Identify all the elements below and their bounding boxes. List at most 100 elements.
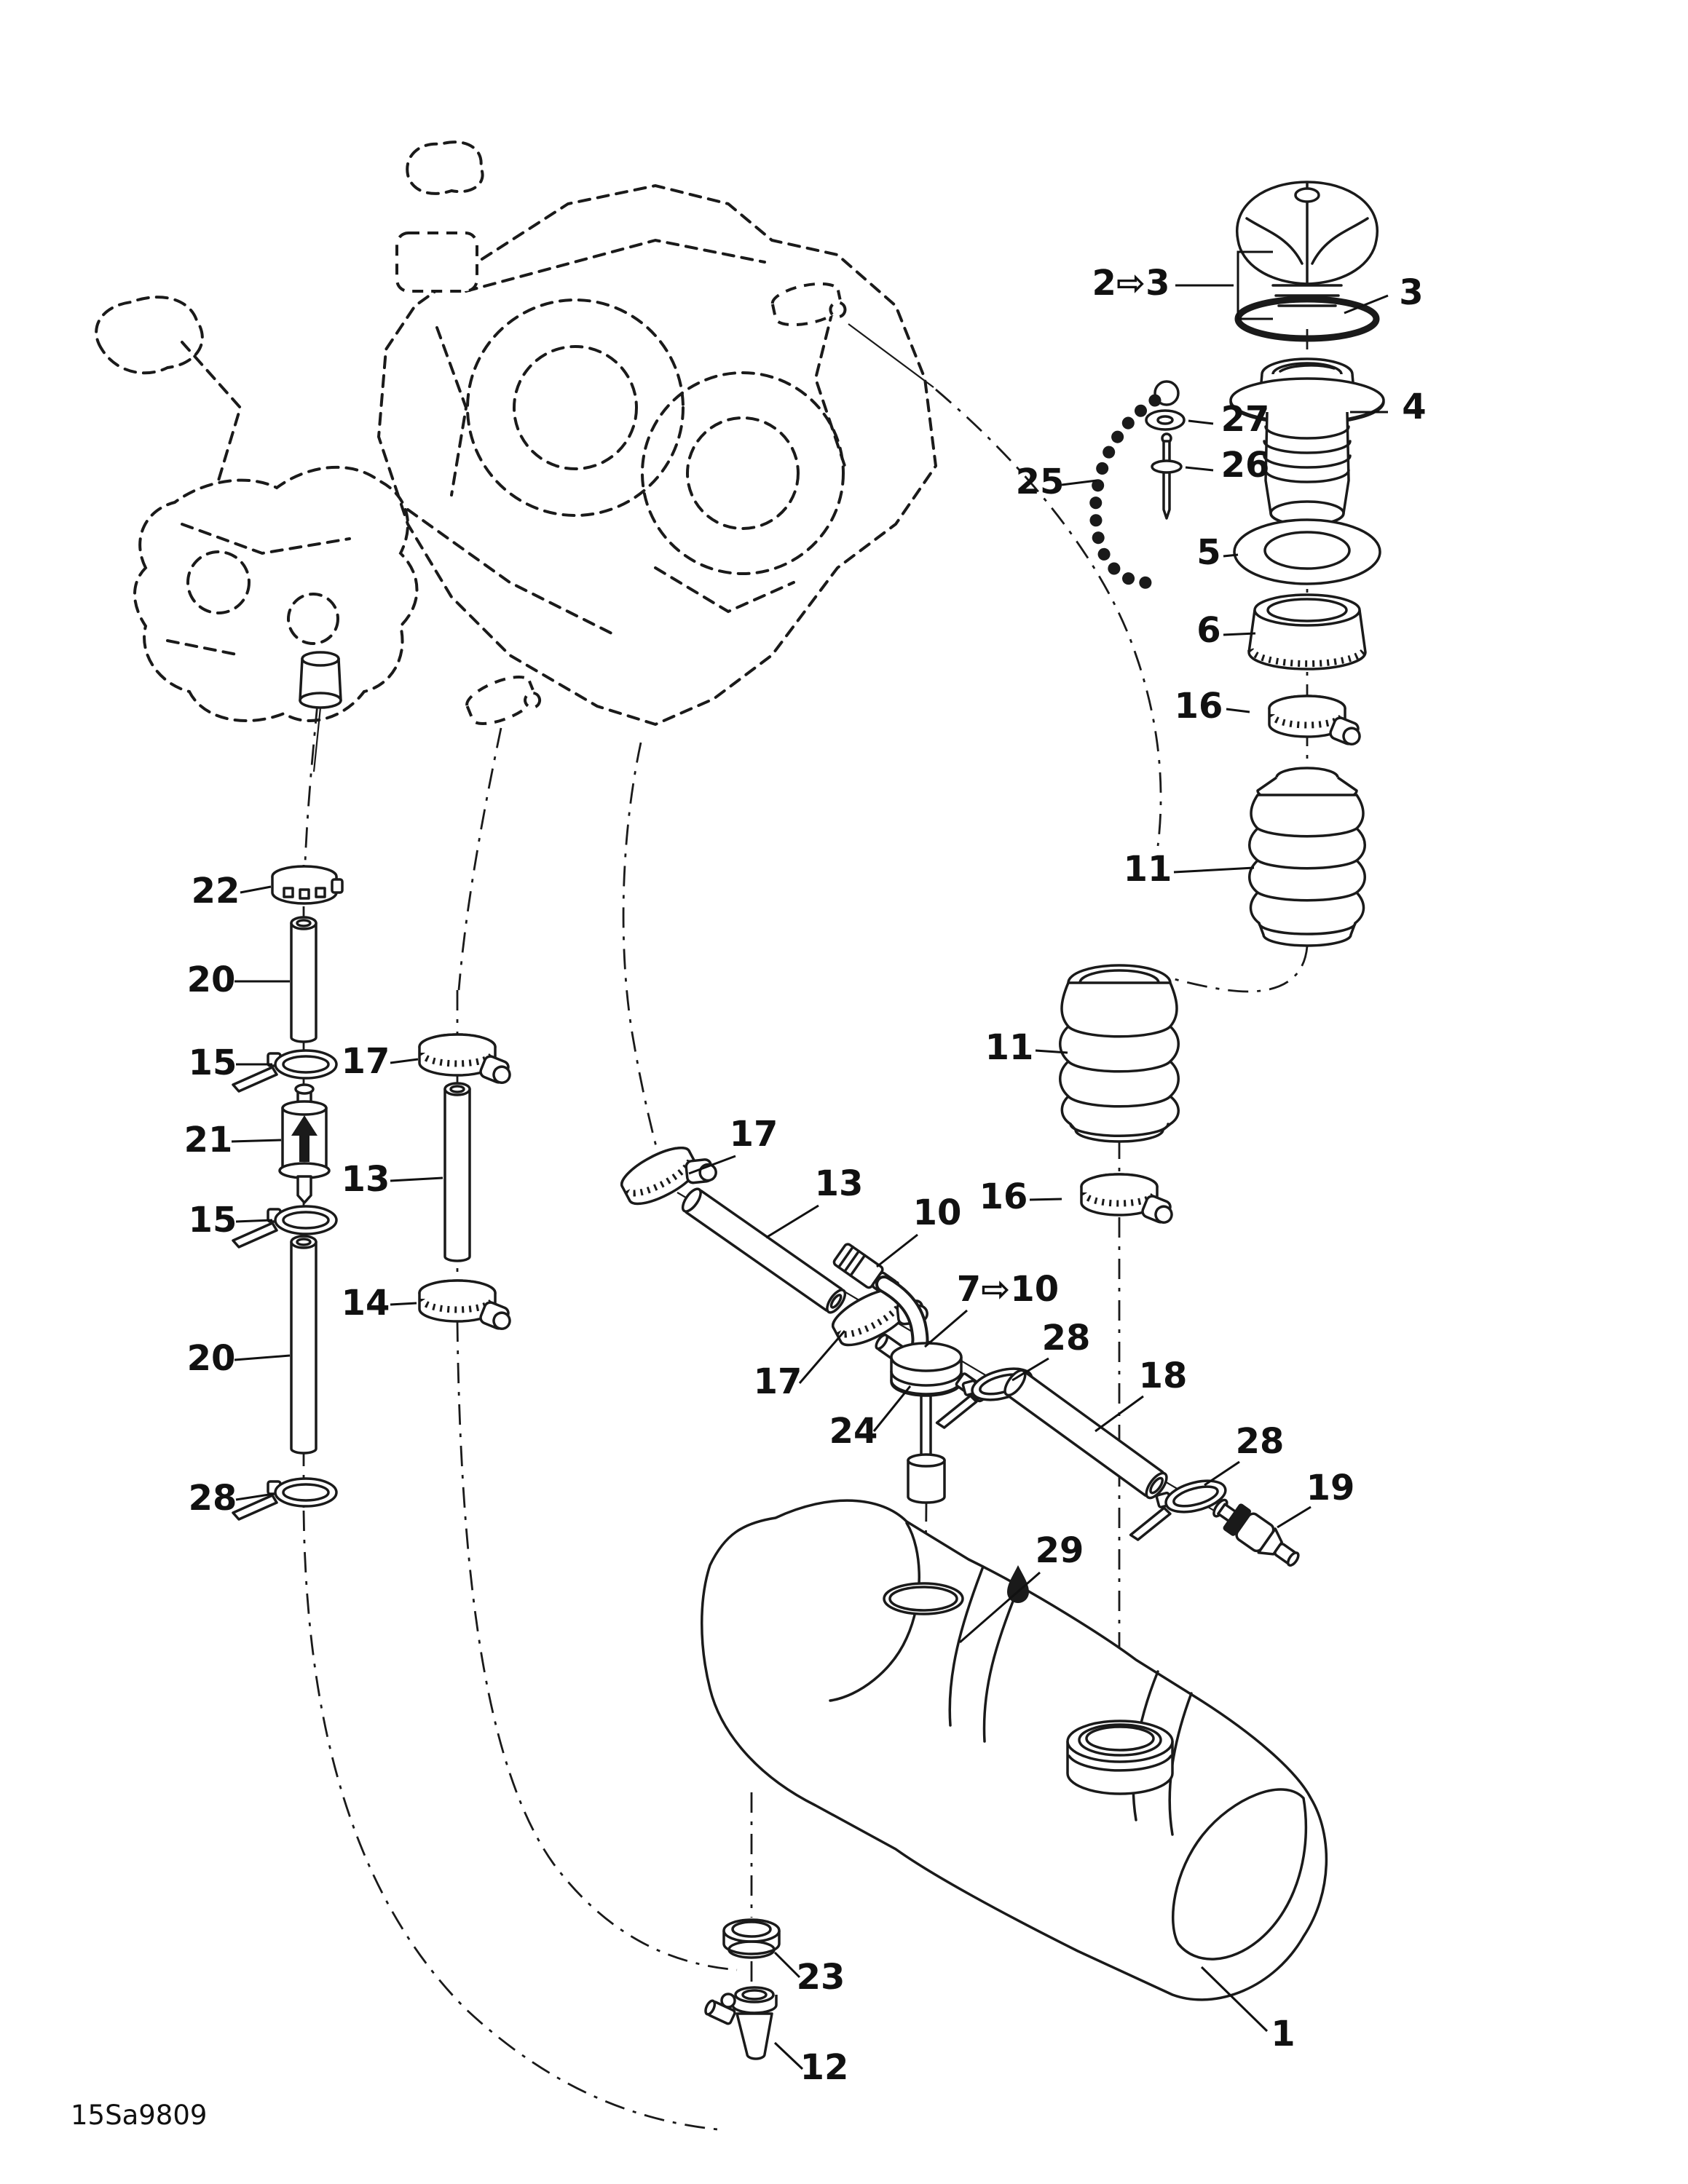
- callout-leader: [959, 1571, 1041, 1644]
- filler-cap: [1235, 181, 1379, 307]
- tank-sensor-hole: [883, 1582, 964, 1615]
- callout-label-12-35: 12: [800, 2047, 849, 2088]
- callout-leader: [773, 2041, 804, 2070]
- callout-label-24-27: 24: [829, 1411, 878, 1452]
- engine-block: [376, 141, 938, 732]
- ring-clamp-22: [271, 865, 344, 905]
- callout-label-11-10: 11: [985, 1027, 1034, 1068]
- callout-label-2⇨3-0: 2⇨3: [1092, 263, 1170, 304]
- engine-fitting-dashed: [406, 141, 484, 195]
- callout-leader: [1204, 1460, 1240, 1487]
- drawing-code: 15Sa9809: [71, 2100, 207, 2131]
- oil-line-20b: [290, 1235, 318, 1455]
- callout-leader: [1226, 708, 1250, 713]
- engine-clamp-dashed-a: [768, 277, 848, 331]
- callout-label-6-7: 6: [1196, 610, 1220, 651]
- tie-wrap-15b: [232, 1205, 338, 1249]
- callout-label-7⇨10-25: 7⇨10: [957, 1269, 1059, 1310]
- callout-leader: [1188, 419, 1214, 425]
- callout-leader: [235, 1219, 273, 1223]
- callout-leader: [234, 1354, 291, 1361]
- callout-leader: [1061, 479, 1097, 486]
- check-valve-19: [1212, 1498, 1300, 1567]
- callout-label-4-2: 4: [1402, 387, 1426, 427]
- callout-leader: [235, 1492, 275, 1501]
- chain-pin: [1151, 432, 1183, 520]
- callout-label-28-28: 28: [1042, 1318, 1091, 1358]
- tie-wrap-28a: [232, 1477, 338, 1521]
- bellows-hose-11a: [1248, 767, 1366, 947]
- callout-label-21-15: 21: [184, 1120, 233, 1160]
- callout-label-23-34: 23: [797, 1957, 845, 1998]
- callout-label-26-4: 26: [1221, 445, 1270, 486]
- callout-leader: [1344, 294, 1389, 314]
- inline-filter-21: [278, 1083, 331, 1204]
- callout-leader: [773, 1951, 801, 1979]
- callout-label-11-9: 11: [1124, 849, 1172, 890]
- hose-clamp-17a: [419, 1034, 514, 1085]
- callout-leader: [1185, 466, 1214, 472]
- hose-clamp-16a: [1269, 696, 1364, 747]
- callout-label-19-31: 19: [1306, 1468, 1355, 1508]
- oil-line-20a: [290, 916, 318, 1043]
- callout-label-15-14: 15: [189, 1042, 237, 1083]
- callout-leader: [1200, 1966, 1269, 2033]
- callout-leader: [1035, 1049, 1068, 1054]
- callout-leader: [390, 1302, 417, 1306]
- callout-leader: [1029, 1198, 1062, 1201]
- hose-clamp-14: [419, 1281, 514, 1332]
- callout-label-18-29: 18: [1139, 1356, 1188, 1396]
- callout-leader: [390, 1058, 419, 1064]
- callout-leader: [872, 1385, 912, 1432]
- oil-tank-1: [701, 1499, 1328, 2001]
- callout-label-5-6: 5: [1196, 532, 1220, 573]
- cap-bracket: [1237, 250, 1273, 320]
- callout-leader: [1223, 553, 1239, 558]
- filler-neck: [1229, 357, 1385, 526]
- engine-clamp-dashed-b: [461, 668, 544, 732]
- oil-level-sensor-24: [875, 1333, 989, 1504]
- callout-label-28-30: 28: [1236, 1421, 1285, 1462]
- callout-label-29-32: 29: [1036, 1530, 1084, 1571]
- callout-label-1-33: 1: [1271, 2014, 1295, 2054]
- callout-leader: [390, 1176, 443, 1182]
- oil-drop-icon: [1007, 1565, 1029, 1603]
- callout-leader: [688, 1155, 736, 1175]
- callout-leader: [1011, 1357, 1049, 1382]
- grommet-23: [722, 1918, 781, 1959]
- callout-label-27-3: 27: [1221, 399, 1270, 440]
- callout-label-16-8: 16: [1175, 686, 1223, 727]
- callout-leader: [231, 1139, 282, 1143]
- chain-washer: [1145, 409, 1186, 431]
- callout-label-3-1: 3: [1399, 272, 1423, 313]
- retaining-chain: [1089, 380, 1180, 589]
- drain-elbow-12: [704, 1986, 778, 2060]
- pump-outlet-nipple: [299, 651, 342, 772]
- callout-leader: [924, 1309, 968, 1348]
- callout-leader: [798, 1330, 846, 1384]
- tank-filler-boss: [1066, 1720, 1174, 1795]
- hose-clamp-16b: [1081, 1174, 1176, 1225]
- callout-leader: [876, 1233, 918, 1268]
- callout-label-20-13: 20: [187, 960, 236, 1000]
- callout-label-17-22: 17: [730, 1114, 778, 1155]
- tie-wrap-15a: [232, 1049, 338, 1093]
- callout-leader: [240, 885, 272, 894]
- neck-nut: [1247, 593, 1367, 670]
- callout-label-22-12: 22: [192, 871, 240, 911]
- callout-leader: [765, 1204, 819, 1239]
- callout-label-17-26: 17: [754, 1361, 802, 1402]
- callout-leader: [1173, 866, 1255, 874]
- oil-pump: [95, 296, 419, 772]
- bellows-hose-11b: [1059, 964, 1180, 1143]
- callout-label-25-5: 25: [1016, 462, 1065, 502]
- callout-label-20-17: 20: [187, 1338, 236, 1379]
- oil-line-13a: [443, 1082, 471, 1262]
- callout-leader: [1223, 632, 1256, 636]
- callout-label-15-16: 15: [189, 1200, 237, 1241]
- neck-washer: [1233, 518, 1381, 585]
- callout-label-14-21: 14: [342, 1283, 390, 1324]
- callout-label-13-23: 13: [815, 1163, 864, 1204]
